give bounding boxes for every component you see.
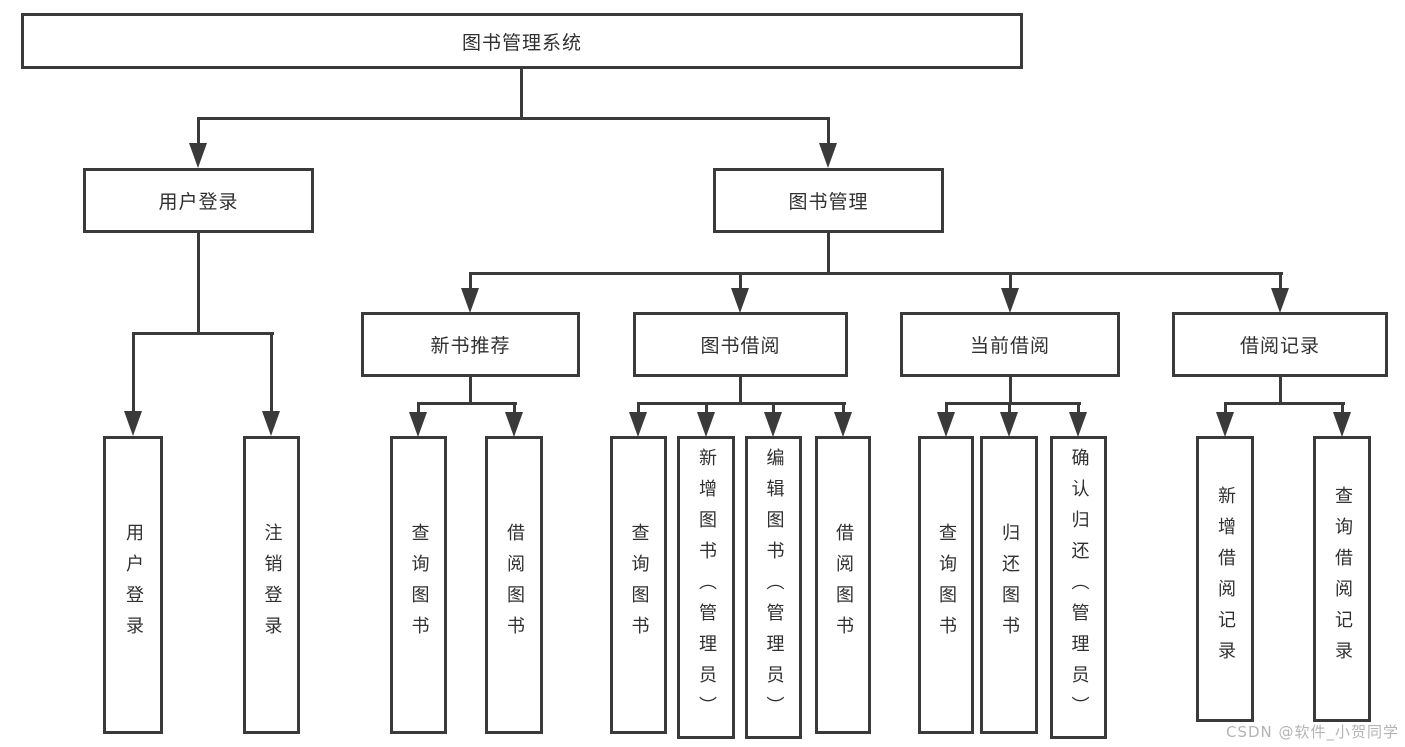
arrowhead-return-books bbox=[1000, 412, 1018, 437]
arrowhead-query-record bbox=[1333, 412, 1351, 437]
node-borrowing-records: 借阅记录 bbox=[1172, 312, 1388, 377]
node-current-borrowing: 当前借阅 bbox=[900, 312, 1120, 377]
connector-drop-new-book bbox=[469, 272, 472, 292]
connector-drop-query-recommend bbox=[417, 402, 420, 415]
connector-new-book-rail bbox=[417, 402, 517, 405]
leaf-borrow-books: 借阅图书 bbox=[815, 436, 871, 734]
leaf-return-books: 归还图书 bbox=[980, 436, 1038, 734]
connector-book-management-rail bbox=[469, 272, 1283, 275]
arrowhead-leaf-logout bbox=[262, 411, 280, 436]
arrowhead-query-borrowing bbox=[629, 412, 647, 437]
arrowhead-confirm-return bbox=[1069, 412, 1087, 437]
leaf-logout: 注销登录 bbox=[243, 436, 300, 734]
arrowhead-user-login bbox=[189, 143, 207, 168]
node-book-borrowing: 图书借阅 bbox=[633, 312, 848, 377]
arrowhead-book-borrowing bbox=[731, 288, 749, 313]
connector-user-login-rail bbox=[132, 332, 274, 335]
arrowhead-edit-books bbox=[764, 412, 782, 437]
arrowhead-book-management bbox=[819, 143, 837, 168]
connector-book-management-stem bbox=[827, 233, 830, 274]
arrowhead-borrowing-records bbox=[1271, 288, 1289, 313]
connector-borrowing-records-rail bbox=[1224, 402, 1345, 405]
node-new-book-recommendation: 新书推荐 bbox=[361, 312, 580, 377]
connector-drop-borrow-recommend bbox=[513, 402, 516, 415]
connector-current-borrowing-rail bbox=[945, 402, 1081, 405]
connector-new-book-stem bbox=[469, 375, 472, 404]
arrowhead-current-borrowing bbox=[1001, 288, 1019, 313]
node-book-management: 图书管理 bbox=[713, 168, 944, 233]
leaf-query-books-current: 查询图书 bbox=[918, 436, 974, 734]
connector-drop-confirm-return bbox=[1077, 402, 1080, 415]
connector-drop-query-record bbox=[1341, 402, 1344, 415]
connector-current-borrowing-stem bbox=[1009, 375, 1012, 404]
connector-drop-user-login bbox=[197, 117, 200, 147]
node-library-management-system: 图书管理系统 bbox=[21, 13, 1023, 69]
arrowhead-add-books bbox=[697, 412, 715, 437]
watermark-text: CSDN @软件_小贺同学 bbox=[1225, 723, 1399, 741]
connector-drop-query-current bbox=[945, 402, 948, 415]
connector-root-stem bbox=[520, 68, 523, 119]
leaf-add-borrow-record: 新增借阅记录 bbox=[1196, 436, 1254, 722]
connector-book-borrowing-rail bbox=[637, 402, 846, 405]
connector-drop-return-books bbox=[1008, 402, 1011, 415]
connector-drop-edit-books bbox=[772, 402, 775, 415]
connector-drop-add-books bbox=[705, 402, 708, 415]
arrowhead-query-current bbox=[937, 412, 955, 437]
leaf-confirm-return-admin: 确认归还（管理员） bbox=[1050, 436, 1107, 739]
arrowhead-add-record bbox=[1216, 412, 1234, 437]
leaf-query-borrow-record: 查询借阅记录 bbox=[1313, 436, 1371, 722]
connector-root-rail bbox=[197, 117, 830, 120]
arrowhead-new-book bbox=[461, 288, 479, 313]
connector-drop-leaf-logout bbox=[270, 332, 273, 414]
connector-drop-borrowing-records bbox=[1279, 272, 1282, 292]
leaf-query-books-recommend: 查询图书 bbox=[390, 436, 447, 734]
connector-borrowing-records-stem bbox=[1279, 375, 1282, 404]
arrowhead-borrow-recommend bbox=[505, 412, 523, 437]
leaf-borrow-books-recommend: 借阅图书 bbox=[485, 436, 543, 734]
connector-drop-query-borrowing bbox=[637, 402, 640, 415]
node-user-login: 用户登录 bbox=[83, 168, 314, 233]
connector-drop-book-management bbox=[827, 117, 830, 147]
leaf-user-login: 用户登录 bbox=[103, 436, 163, 734]
connector-drop-current-borrowing bbox=[1009, 272, 1012, 292]
connector-user-login-stem bbox=[197, 233, 200, 334]
leaf-edit-books-admin: 编辑图书（管理员） bbox=[745, 436, 802, 739]
leaf-query-books-borrowing: 查询图书 bbox=[610, 436, 667, 734]
arrowhead-leaf-user-login bbox=[124, 411, 142, 436]
connector-drop-add-record bbox=[1224, 402, 1227, 415]
connector-book-borrowing-stem bbox=[739, 375, 742, 404]
connector-drop-borrow-books bbox=[842, 402, 845, 415]
arrowhead-borrow-books bbox=[834, 412, 852, 437]
leaf-add-books-admin: 新增图书（管理员） bbox=[677, 436, 735, 739]
connector-drop-leaf-user-login bbox=[132, 332, 135, 414]
connector-drop-book-borrowing bbox=[739, 272, 742, 292]
arrowhead-query-recommend bbox=[409, 412, 427, 437]
